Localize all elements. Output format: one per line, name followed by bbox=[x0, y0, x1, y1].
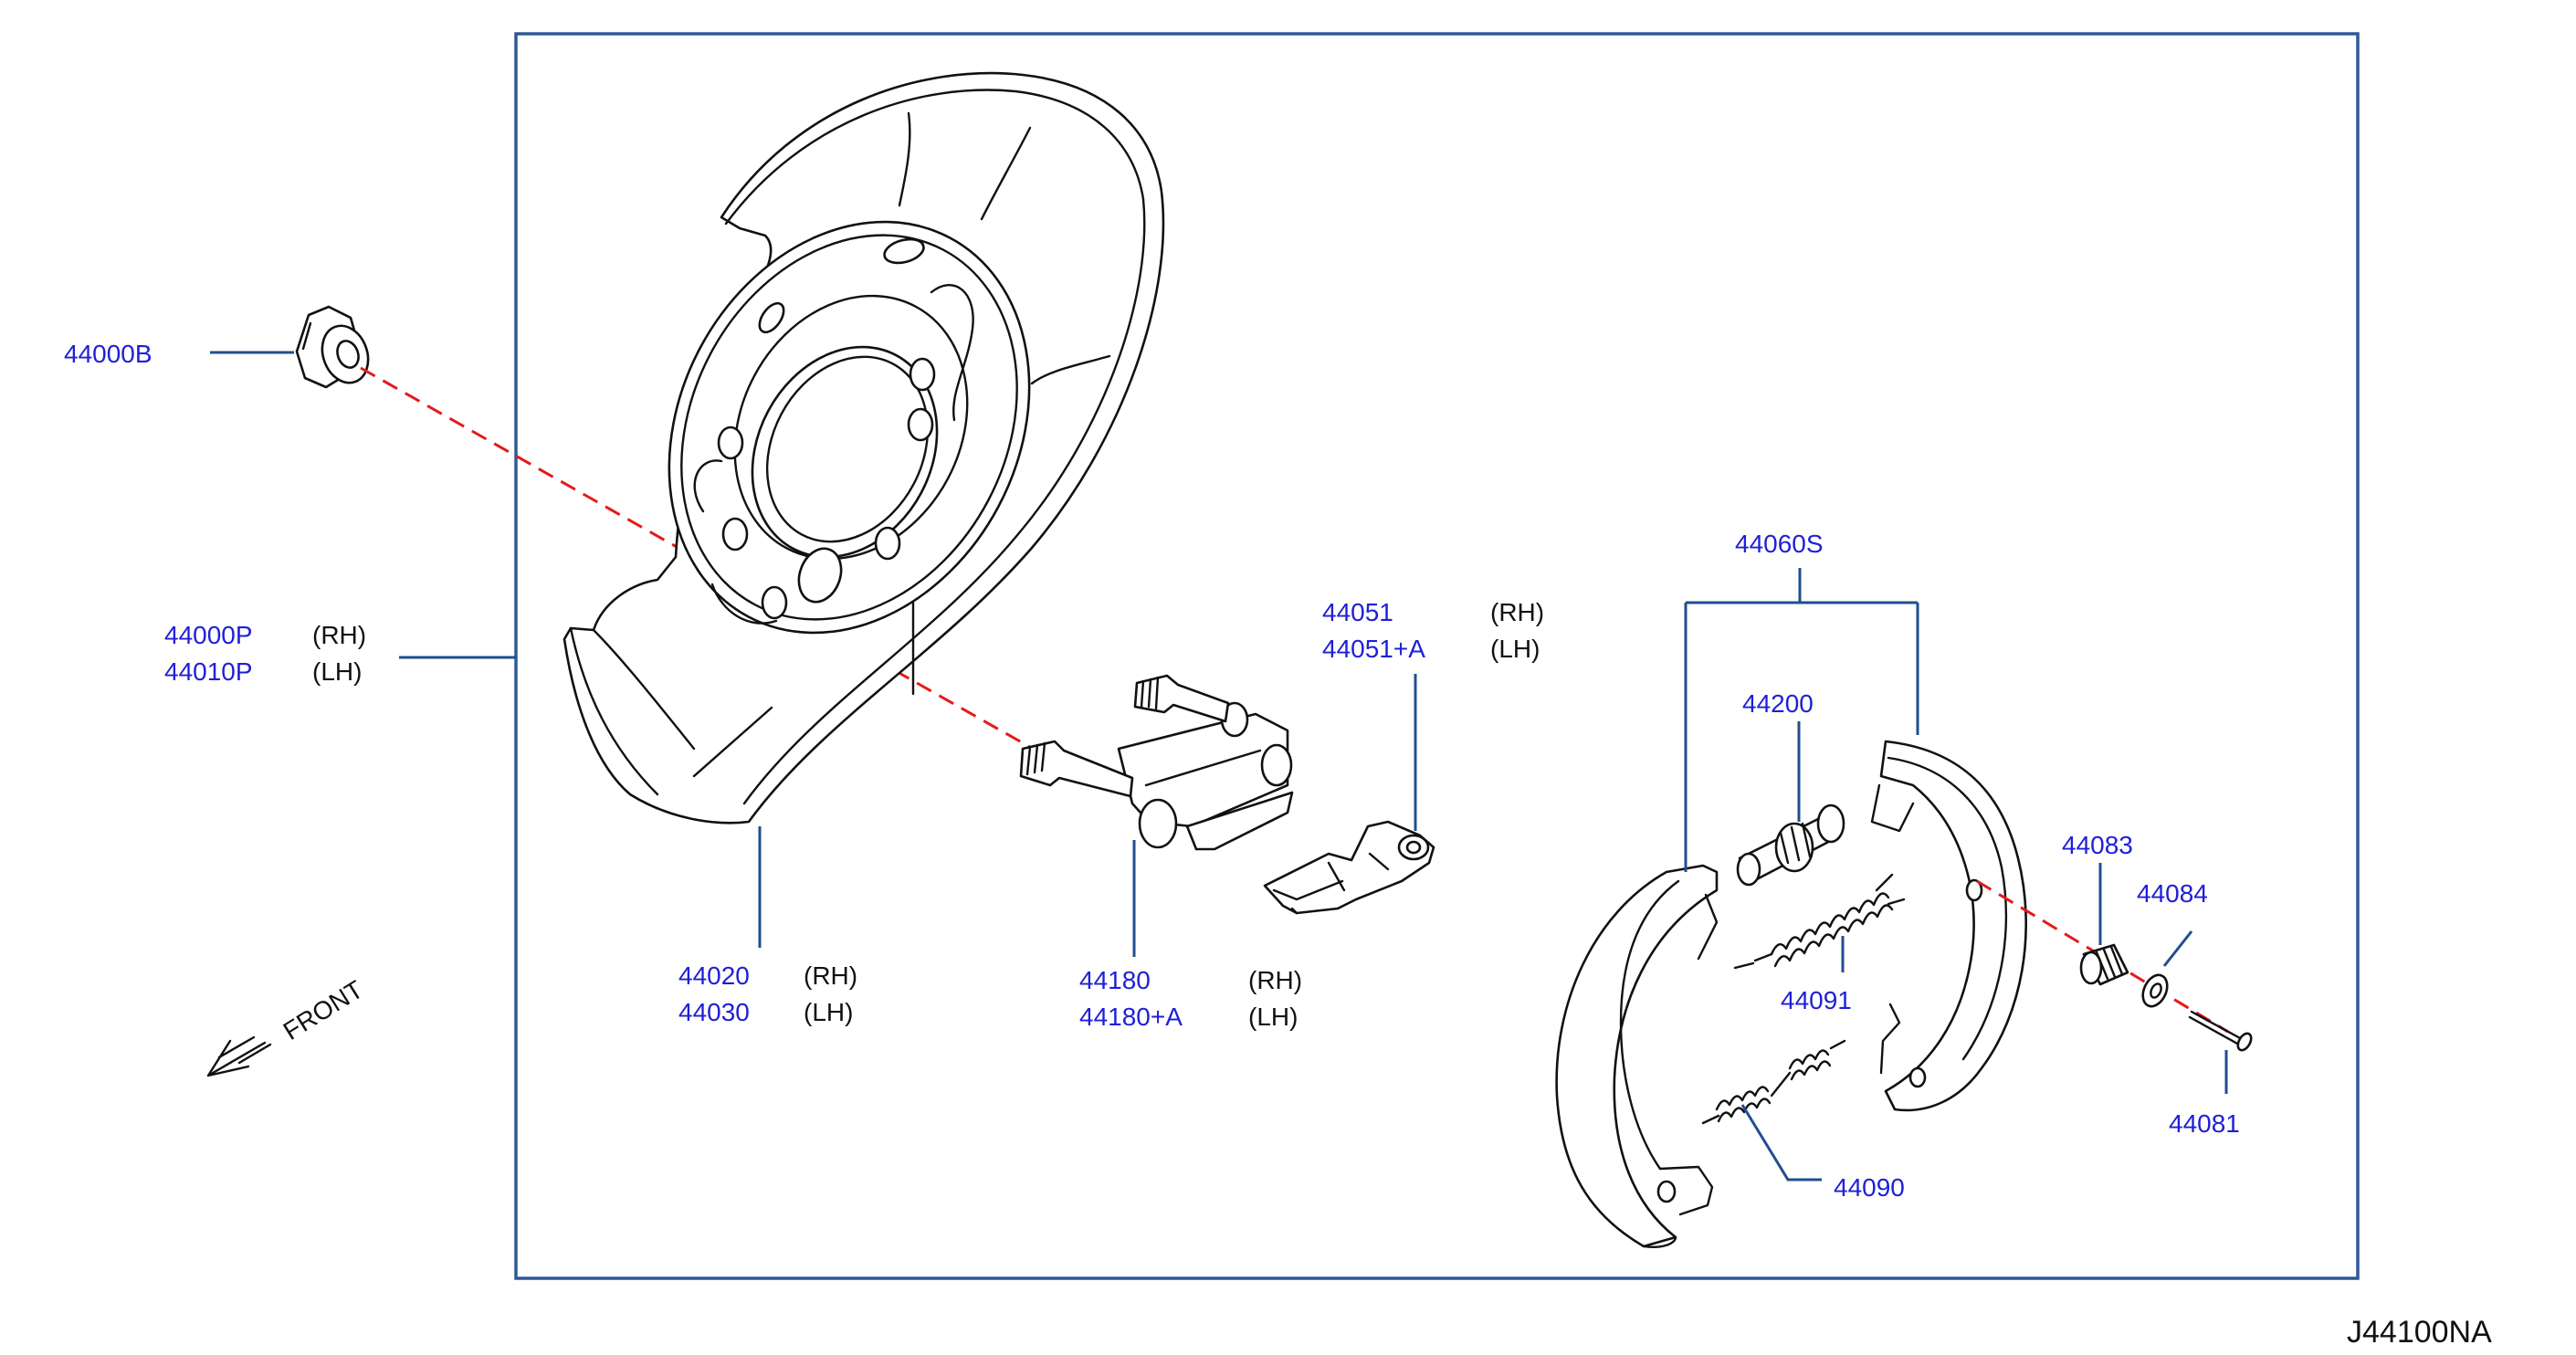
hold-down-pin[interactable] bbox=[2188, 1010, 2254, 1053]
label-44010P: 44010P bbox=[164, 657, 253, 686]
label-44020-side: (RH) bbox=[804, 961, 857, 990]
label-44091: 44091 bbox=[1781, 986, 1852, 1014]
label-44081: 44081 bbox=[2169, 1109, 2240, 1138]
label-44000P-side: (RH) bbox=[312, 621, 366, 649]
assembly-axis-right bbox=[1976, 879, 2229, 1034]
label-44030: 44030 bbox=[678, 998, 750, 1026]
label-44051-side: (RH) bbox=[1490, 598, 1544, 626]
label-44180-side: (RH) bbox=[1248, 966, 1302, 994]
label-44083: 44083 bbox=[2062, 831, 2133, 859]
label-44060S: 44060S bbox=[1735, 530, 1824, 558]
brake-shoe-left[interactable] bbox=[1555, 864, 1719, 1248]
lower-return-spring[interactable] bbox=[1701, 1039, 1846, 1125]
shoe-adjuster[interactable] bbox=[1736, 804, 1845, 887]
label-44180: 44180 bbox=[1079, 966, 1151, 994]
label-44000P: 44000P bbox=[164, 621, 253, 649]
label-44020: 44020 bbox=[678, 961, 750, 990]
label-44084: 44084 bbox=[2137, 879, 2208, 908]
label-44000B: 44000B bbox=[64, 340, 152, 368]
front-label: FRONT bbox=[279, 975, 368, 1045]
retainer-cup[interactable] bbox=[2139, 972, 2172, 1011]
front-arrow-icon bbox=[206, 1035, 272, 1077]
hold-down-spring[interactable] bbox=[2079, 943, 2129, 986]
parking-lever[interactable] bbox=[1263, 820, 1435, 915]
backing-plate[interactable] bbox=[599, 159, 1099, 697]
label-44090: 44090 bbox=[1834, 1173, 1905, 1202]
drawing-reference: J44100NA bbox=[2347, 1315, 2492, 1350]
hub-nut[interactable] bbox=[295, 305, 375, 389]
anchor-block[interactable] bbox=[1019, 674, 1294, 851]
brake-shoe-right[interactable] bbox=[1870, 740, 2027, 1112]
label-44200: 44200 bbox=[1742, 689, 1814, 718]
label-44010P-side: (LH) bbox=[312, 657, 362, 686]
label-44180A-side: (LH) bbox=[1248, 1003, 1298, 1031]
upper-return-spring[interactable] bbox=[1733, 873, 1906, 970]
label-44051A-side: (LH) bbox=[1490, 635, 1540, 663]
leader-lines bbox=[210, 351, 2228, 1182]
label-44051A: 44051+A bbox=[1322, 635, 1425, 663]
label-44051: 44051 bbox=[1322, 598, 1393, 626]
label-44030-side: (LH) bbox=[804, 998, 853, 1026]
label-44180A: 44180+A bbox=[1079, 1003, 1183, 1031]
